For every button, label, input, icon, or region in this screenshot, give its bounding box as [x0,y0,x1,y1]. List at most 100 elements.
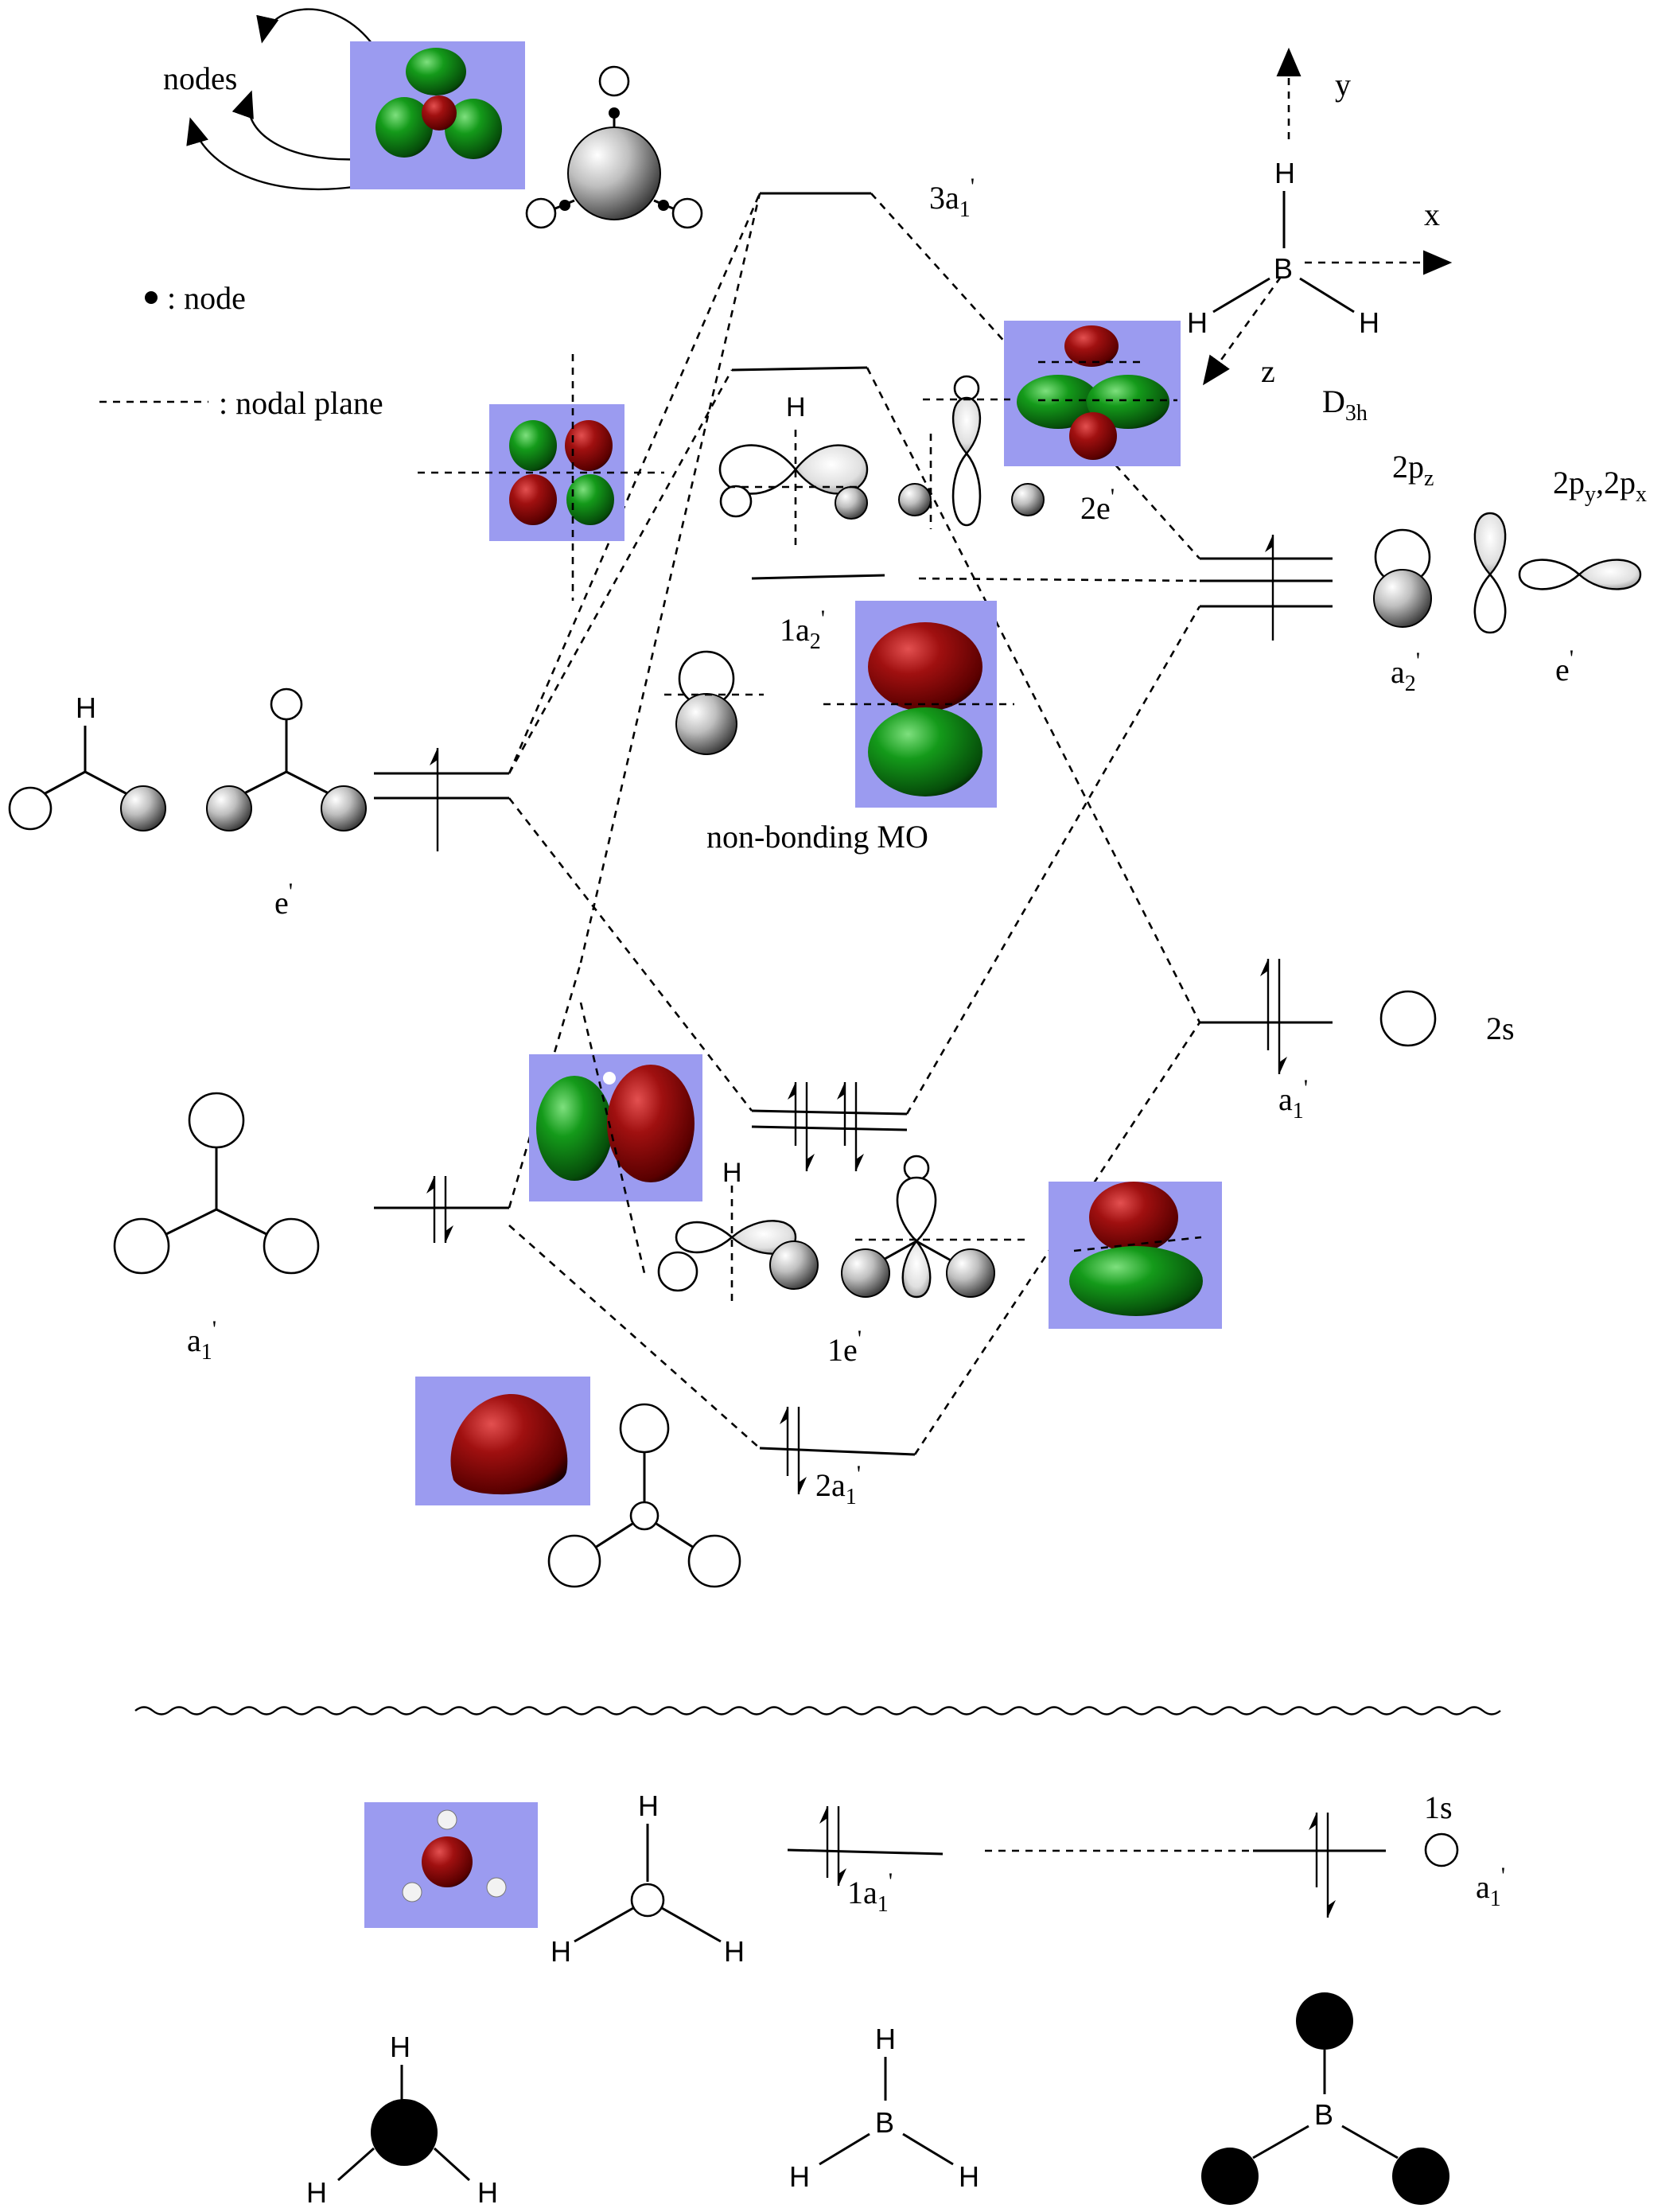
arrowhead [1265,535,1273,552]
bond [286,770,331,796]
h-label: H [722,1158,742,1188]
level-1a1 [787,1848,944,1856]
red-lobe [607,1065,695,1182]
label-a1-core: a1' [1476,1863,1505,1911]
s-orbital-circle [1379,990,1437,1047]
level-2a1 [759,1447,916,1456]
red-lobe [868,622,982,711]
arrowhead [1328,1900,1336,1918]
electrons-1e [788,1082,864,1171]
bond [661,1906,722,1943]
p-lobe-white [675,1221,733,1254]
bond [1252,2124,1309,2159]
green-lobe [445,99,502,159]
red-lobe [450,1393,568,1495]
h-sphere [769,1240,819,1290]
bond [1212,277,1270,313]
red-lobe [1064,325,1119,367]
label-2py-2px: 2py,2px [1553,465,1647,507]
h-label: H [1187,306,1208,339]
nodes-label: nodes [163,60,237,96]
arrowhead [856,1154,864,1171]
green-lobe [1017,375,1099,429]
correlation-line [508,1225,761,1449]
bond [656,1522,695,1549]
h-label: H [551,1935,571,1968]
bond [242,770,287,796]
label-2a1: 2a1' [815,1461,861,1509]
h-circle [903,1155,930,1182]
salc-a1-drawing [113,1092,320,1275]
label-2pz: 2pz [1392,449,1434,491]
node-dot [609,107,620,119]
p-lobe-shaded [794,444,869,495]
h-label: H [76,691,96,724]
h-sphere [206,785,252,831]
arrowhead [446,1225,453,1243]
h-label: H [875,2023,896,2055]
h-atom [437,1809,457,1830]
h-circle [719,485,753,518]
label-2e: 2e' [1080,484,1115,526]
h-label: H [724,1935,745,1968]
green-lobe [566,474,614,525]
red-lobe [1089,1182,1178,1253]
h-label: H [390,2031,410,2063]
h-sphere [321,785,367,831]
h-label: H [1274,157,1295,189]
label-1s: 1s [1424,1789,1453,1825]
node-dot-icon [145,291,158,304]
h-sphere [898,483,932,516]
h-label: H [477,2176,498,2209]
green-lobe [868,707,982,796]
electron-salc-e [430,748,439,851]
bond [43,770,86,796]
bond [902,2132,954,2166]
h-atom [603,1072,616,1085]
point-group-label: D3h [1322,384,1368,426]
level-1e-a [751,1109,908,1116]
green-lobe [406,48,466,95]
node-dot [559,200,570,211]
label-1a1: 1a1' [847,1868,893,1917]
label-2s: 2s [1486,1011,1515,1046]
correlation-line [905,606,1201,1115]
h-atom [486,1877,507,1898]
h-circle [657,1251,698,1292]
node-arrow-1 [256,8,375,47]
label-3a1: 3a1' [929,173,975,222]
h-sphere [120,785,166,831]
b-label: B [1274,252,1293,285]
label-1a2: 1a2' [780,606,825,654]
arrowhead [1309,1813,1317,1830]
red-lobe [509,474,557,525]
green-lobe [1069,1246,1203,1316]
h-label: H [786,392,806,423]
bond [1299,277,1355,313]
h-sphere [946,1248,995,1298]
nodal-plane [579,1002,646,1274]
node-legend-text: : node [167,280,246,316]
arrowhead [430,748,438,765]
bond [1341,2124,1399,2159]
b-circle [630,1883,665,1918]
red-lobe [1069,412,1117,460]
arrowhead [788,1082,796,1100]
py-lobe-shaded [1473,512,1507,576]
orbital-2e-pictures: H [418,321,1181,601]
correlation-line [579,193,761,964]
p-lobe-white [718,444,797,495]
arrowhead [426,1176,434,1194]
h-circle [525,197,557,229]
h-sphere [841,1248,890,1298]
bond [433,2147,471,2182]
h-circle [953,375,980,402]
px-lobe-shaded [1578,559,1642,590]
correlation-line [508,369,733,774]
label-salc-a1: a1' [187,1316,216,1365]
label-e: e' [1555,645,1574,687]
y-axis-label: y [1335,67,1351,103]
h-circle [619,1403,670,1454]
orbital-3a1-picture [350,41,703,229]
